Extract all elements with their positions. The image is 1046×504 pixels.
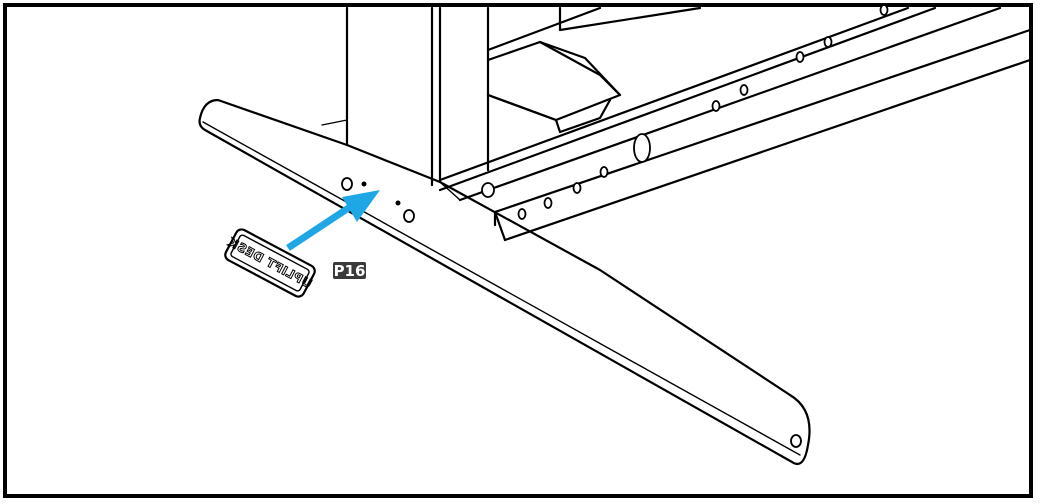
logo-badge: UPLIFT DESK xyxy=(224,228,316,298)
beam-large-hole xyxy=(633,133,651,163)
beam-slot-holes xyxy=(517,4,889,220)
diagram-frame xyxy=(3,3,1033,498)
logo-mount-hole-right xyxy=(403,209,415,223)
bolt-head xyxy=(481,182,495,198)
leg-column xyxy=(345,6,490,187)
install-arrow xyxy=(286,190,380,251)
crossbeam xyxy=(438,4,1032,242)
logo-mount-hole-left xyxy=(341,177,353,191)
cross-bracket xyxy=(486,6,702,134)
part-tag-label: P16 xyxy=(334,262,366,280)
logo-pin-hole-left xyxy=(361,181,367,187)
desk-foot xyxy=(198,98,811,466)
foot-end-hole xyxy=(790,434,802,448)
logo-pin-hole-right xyxy=(395,200,401,206)
part-tag-p16: P16 xyxy=(333,262,366,280)
